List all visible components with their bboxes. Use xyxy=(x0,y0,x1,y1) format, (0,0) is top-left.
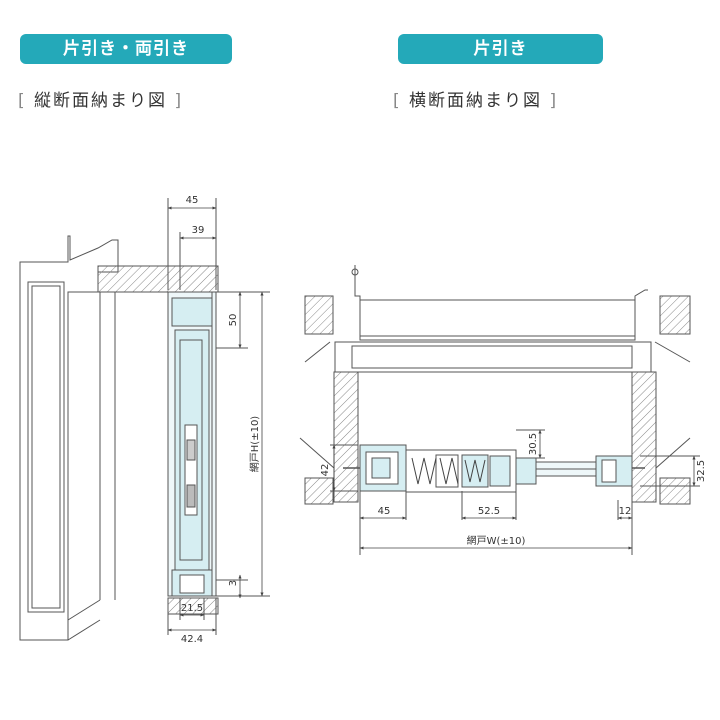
sash-inner xyxy=(27,281,65,613)
right-bracket-open: [ xyxy=(393,91,402,111)
right-wall xyxy=(631,371,657,503)
dim-top-outer: 45 xyxy=(186,195,199,206)
dim-total-width: 網戸W(±10) xyxy=(467,534,526,547)
sash-outline xyxy=(19,235,119,641)
dim-height-lower: 3 xyxy=(228,580,239,586)
dim-mid-width: 52.5 xyxy=(478,506,500,517)
dim-left-height: 42 xyxy=(320,464,331,477)
dim-right-width: 12 xyxy=(619,506,632,517)
right-subtitle: [ 横断面納まり図 ] xyxy=(393,86,558,111)
horizontal-section xyxy=(299,265,700,555)
top-rail xyxy=(171,297,213,327)
right-bracket-close: ] xyxy=(549,91,559,111)
right-badge: 片引き xyxy=(398,34,603,64)
horizontal-dim-lines xyxy=(332,429,696,550)
dim-bottom-outer: 42.4 xyxy=(181,634,203,645)
left-bracket-open: [ xyxy=(18,91,27,111)
dim-height-upper: 50 xyxy=(228,314,239,327)
dim-mid-height: 30.5 xyxy=(528,433,539,455)
head-frame-hatch xyxy=(97,265,219,293)
sash-glass xyxy=(31,285,61,609)
left-badge: 片引き・両引き xyxy=(20,34,232,64)
vertical-dim-lines xyxy=(167,206,264,632)
left-subtitle-text: 縦断面納まり図 xyxy=(34,91,168,111)
left-bracket-close: ] xyxy=(174,91,184,111)
dim-left-width: 45 xyxy=(378,506,391,517)
dim-top-inner: 39 xyxy=(192,225,205,236)
right-subtitle-text: 横断面納まり図 xyxy=(409,91,543,111)
vertical-section xyxy=(19,198,270,641)
left-wall xyxy=(333,371,359,503)
dim-height-total: 網戸H(±10) xyxy=(248,416,261,473)
left-subtitle: [ 縦断面納まり図 ] xyxy=(18,86,183,111)
dim-right-height: 32.5 xyxy=(696,460,707,482)
dim-bottom-inner: 21.5 xyxy=(181,603,203,614)
